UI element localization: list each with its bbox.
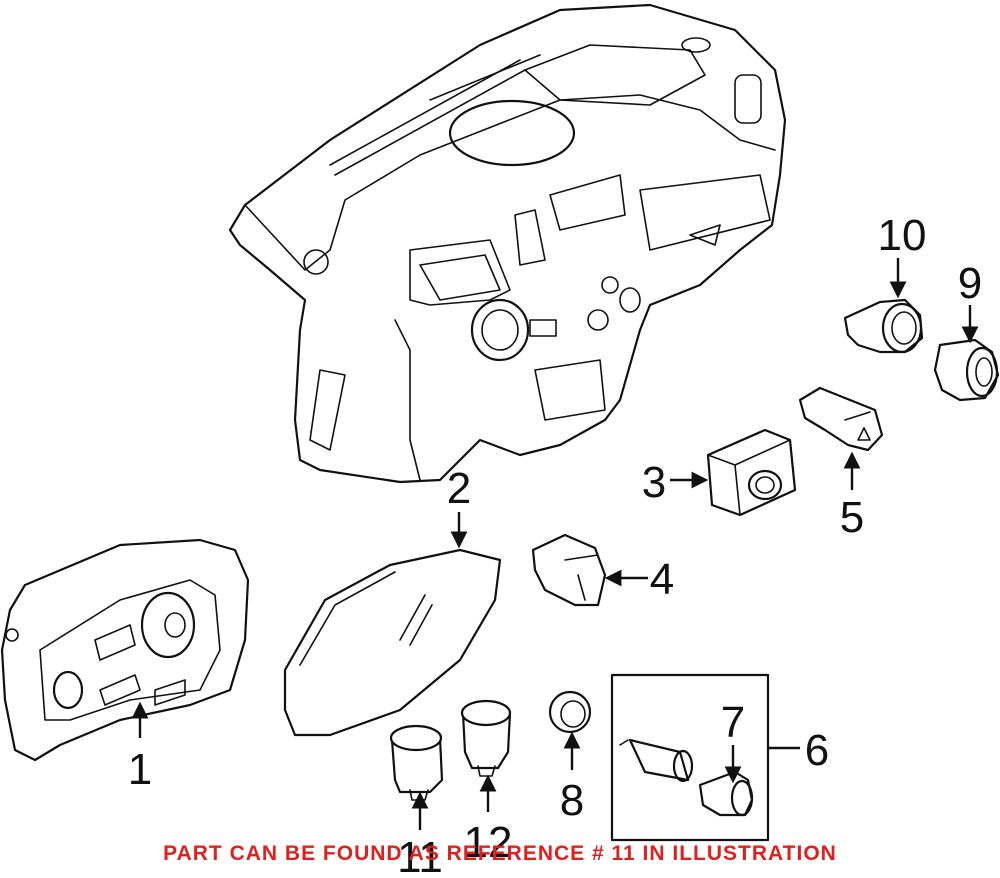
callout-6: 6 <box>805 726 829 775</box>
callout-10: 10 <box>878 211 927 260</box>
callout-4: 4 <box>650 555 674 604</box>
climate-control-unit <box>706 428 797 517</box>
callout-11: 11 <box>397 833 443 878</box>
callout-1: 1 <box>128 745 152 794</box>
switch-part-4 <box>531 533 607 607</box>
callout-8: 8 <box>560 776 584 825</box>
instrument-cluster <box>0 538 250 762</box>
cluster-lens <box>283 548 502 737</box>
callout-2: 2 <box>447 464 471 513</box>
lighter-kit-box <box>610 673 770 842</box>
callout-5: 5 <box>840 493 864 542</box>
socket-part-9 <box>933 338 1000 402</box>
callout-7: 7 <box>721 698 745 747</box>
socket-part-11 <box>389 724 444 801</box>
dashboard-panel <box>228 3 787 484</box>
callout-3: 3 <box>642 458 666 507</box>
callout-labels: 1 2 3 4 5 6 7 8 9 10 11 12 <box>128 211 982 878</box>
ring-part-8 <box>548 690 592 734</box>
callout-12: 12 <box>464 818 513 867</box>
switch-part-10 <box>843 298 924 354</box>
callout-9: 9 <box>958 259 982 308</box>
reference-note: PART CAN BE FOUND AS REFERENCE # 11 IN I… <box>163 842 837 865</box>
socket-part-12 <box>460 699 512 777</box>
hazard-switch <box>798 386 884 452</box>
leader-arrows <box>131 258 979 830</box>
